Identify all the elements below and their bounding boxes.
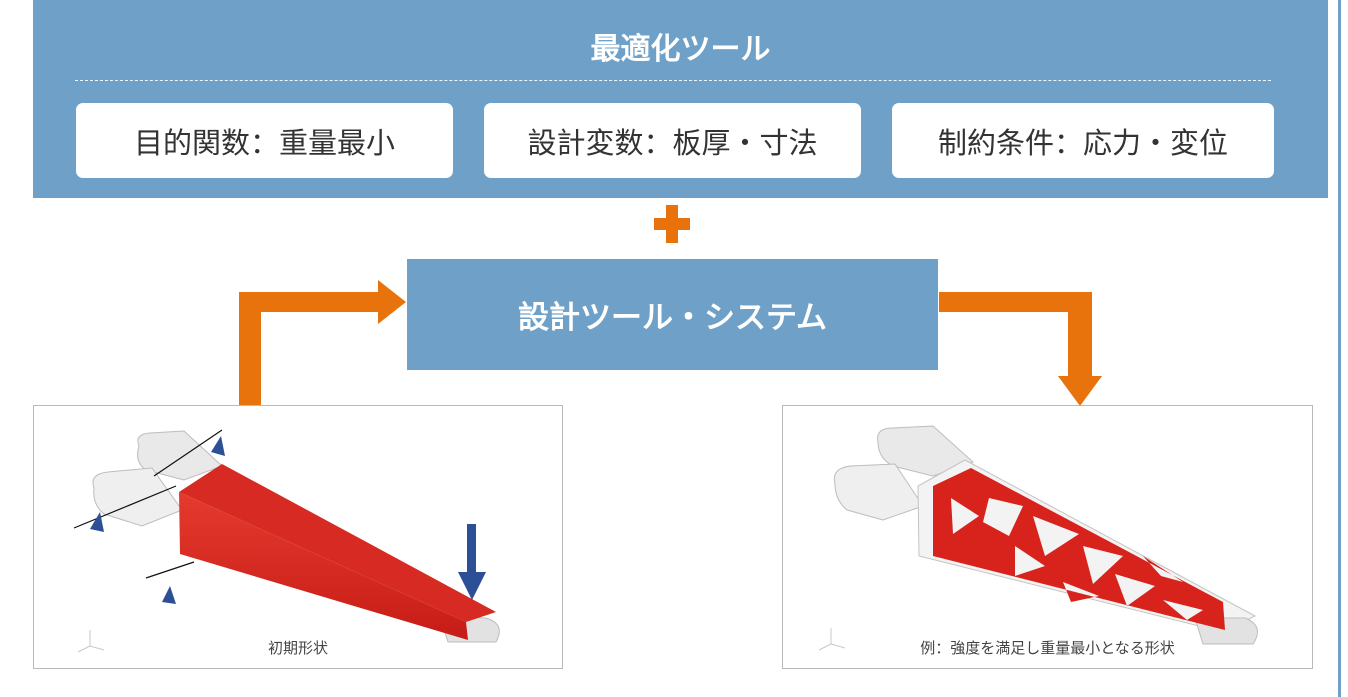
right-edge-line <box>1338 0 1341 697</box>
optimization-tool-panel: 最適化ツール 目的関数：重量最小 設計変数：板厚・寸法 制約条件：応力・変位 <box>33 0 1328 198</box>
opt-lug-front <box>833 463 924 521</box>
opt-lug-back <box>877 425 974 477</box>
load-arrow-head <box>458 572 486 600</box>
design-variables-box: 設計変数：板厚・寸法 <box>484 103 861 178</box>
optimized-shape-caption: 例：強度を満足し重量最小となる形状 <box>920 639 1175 657</box>
initial-shape-caption: 初期形状 <box>267 639 328 657</box>
beam-top-face <box>179 464 496 622</box>
output-arrow <box>939 292 1102 406</box>
design-tool-system-box: 設計ツール・システム <box>407 259 938 370</box>
load-arrow-shaft <box>467 524 476 574</box>
plus-icon-horizontal <box>654 218 690 230</box>
dashed-divider <box>75 80 1271 81</box>
constraints-box: 制約条件：応力・変位 <box>892 103 1274 178</box>
input-arrow <box>239 280 406 406</box>
optimized-shape-image: 例：強度を満足し重量最小となる形状 <box>782 405 1313 669</box>
optimization-tool-title: 最適化ツール <box>590 32 771 67</box>
support-triangle-1 <box>90 512 104 532</box>
support-triangle-2 <box>211 436 225 456</box>
initial-shape-image: 初期形状 <box>33 405 563 669</box>
lug-front <box>92 467 183 527</box>
objective-function-box: 目的関数：重量最小 <box>76 103 453 178</box>
beam-side-face <box>179 492 468 640</box>
initial-shape-illustration <box>73 429 500 653</box>
optimized-shape-illustration <box>818 425 1258 651</box>
opt-red-lattice <box>933 468 1225 630</box>
support-triangle-3 <box>162 586 176 604</box>
